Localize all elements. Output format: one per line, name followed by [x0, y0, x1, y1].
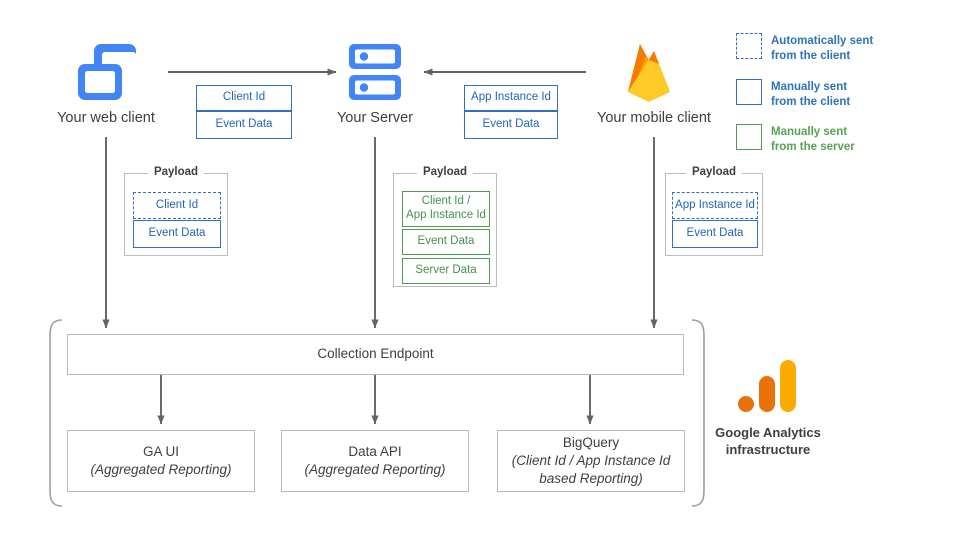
collection-endpoint-label: Collection Endpoint [317, 346, 434, 362]
data-api-title: Data API [348, 443, 402, 459]
legend-item-manual-server: Manually sent from the server [736, 124, 956, 156]
legend-label-auto-client: Automatically sent from the client [771, 33, 873, 65]
transfer-chip-client-id: Client Id [196, 85, 292, 111]
mobile-client-label: Your mobile client [597, 110, 711, 126]
payload-web-client: Payload Client Id Event Data [124, 166, 228, 256]
payload-title-mobile: Payload [685, 166, 743, 178]
legend-label-manual-server-line1: Manually sent [771, 126, 848, 139]
legend-item-auto-client: Automatically sent from the client [736, 33, 956, 65]
legend-label-manual-server: Manually sent from the server [771, 124, 855, 156]
data-api-subtitle: (Aggregated Reporting) [304, 462, 446, 477]
infrastructure-bracket-left [49, 319, 63, 507]
legend-label-auto-client-line2: from the client [771, 50, 851, 63]
payload-item-event-data-mobile: Event Data [672, 220, 758, 248]
output-box-ga-ui: GA UI (Aggregated Reporting) [67, 430, 255, 492]
payload-mobile-client: Payload App Instance Id Event Data [665, 166, 763, 256]
server-label: Your Server [336, 110, 414, 126]
transfer-chip-event-data-mobile: Event Data [464, 111, 558, 139]
legend-label-manual-server-line2: from the server [771, 141, 855, 154]
web-client-icon [72, 40, 142, 106]
legend-item-manual-client: Manually sent from the client [736, 78, 956, 111]
transfer-chip-app-instance-id: App Instance Id [464, 85, 558, 111]
collection-endpoint-box: Collection Endpoint [67, 334, 684, 375]
payload-item-app-instance-id: App Instance Id [672, 192, 758, 219]
bigquery-title: BigQuery [562, 434, 620, 450]
web-client-label: Your web client [57, 110, 155, 126]
firebase-icon [618, 38, 680, 108]
legend-label-manual-client: Manually sent from the client [771, 79, 850, 111]
payload-title-web: Payload [147, 166, 205, 178]
legend: Automatically sent from the client Manua… [736, 33, 956, 170]
ga-ui-subtitle: (Aggregated Reporting) [90, 462, 232, 477]
payload-item-event-data-server: Event Data [402, 229, 490, 255]
google-analytics-logo [738, 358, 800, 414]
payload-server: Payload Client Id / App Instance Id Even… [393, 166, 497, 287]
legend-swatch-solid-blue [736, 78, 762, 105]
legend-label-manual-client-line1: Manually sent [771, 80, 848, 93]
legend-label-manual-client-line2: from the client [771, 95, 851, 108]
transfer-chip-event-data: Event Data [196, 111, 292, 139]
ga-ui-title: GA UI [142, 443, 179, 459]
legend-label-auto-client-line1: Automatically sent [771, 35, 874, 47]
ga-infrastructure-caption-line1: Google Analytics [715, 425, 821, 440]
payload-item-client-id: Client Id [133, 192, 221, 219]
server-icon [347, 42, 403, 104]
bigquery-subtitle: (Client Id / App Instance Id based Repor… [511, 452, 671, 487]
payload-item-client-or-app-id: Client Id / App Instance Id [402, 191, 490, 227]
ga-infrastructure-caption-line2: infrastructure [725, 442, 811, 457]
output-box-data-api: Data API (Aggregated Reporting) [281, 430, 469, 492]
infrastructure-bracket-right [691, 319, 705, 507]
payload-item-event-data: Event Data [133, 220, 221, 248]
output-box-bigquery: BigQuery (Client Id / App Instance Id ba… [497, 430, 685, 492]
legend-swatch-solid-green [736, 124, 762, 151]
payload-item-server-data: Server Data [402, 258, 490, 284]
payload-title-server: Payload [416, 166, 474, 178]
legend-swatch-dashed-blue [736, 33, 762, 59]
